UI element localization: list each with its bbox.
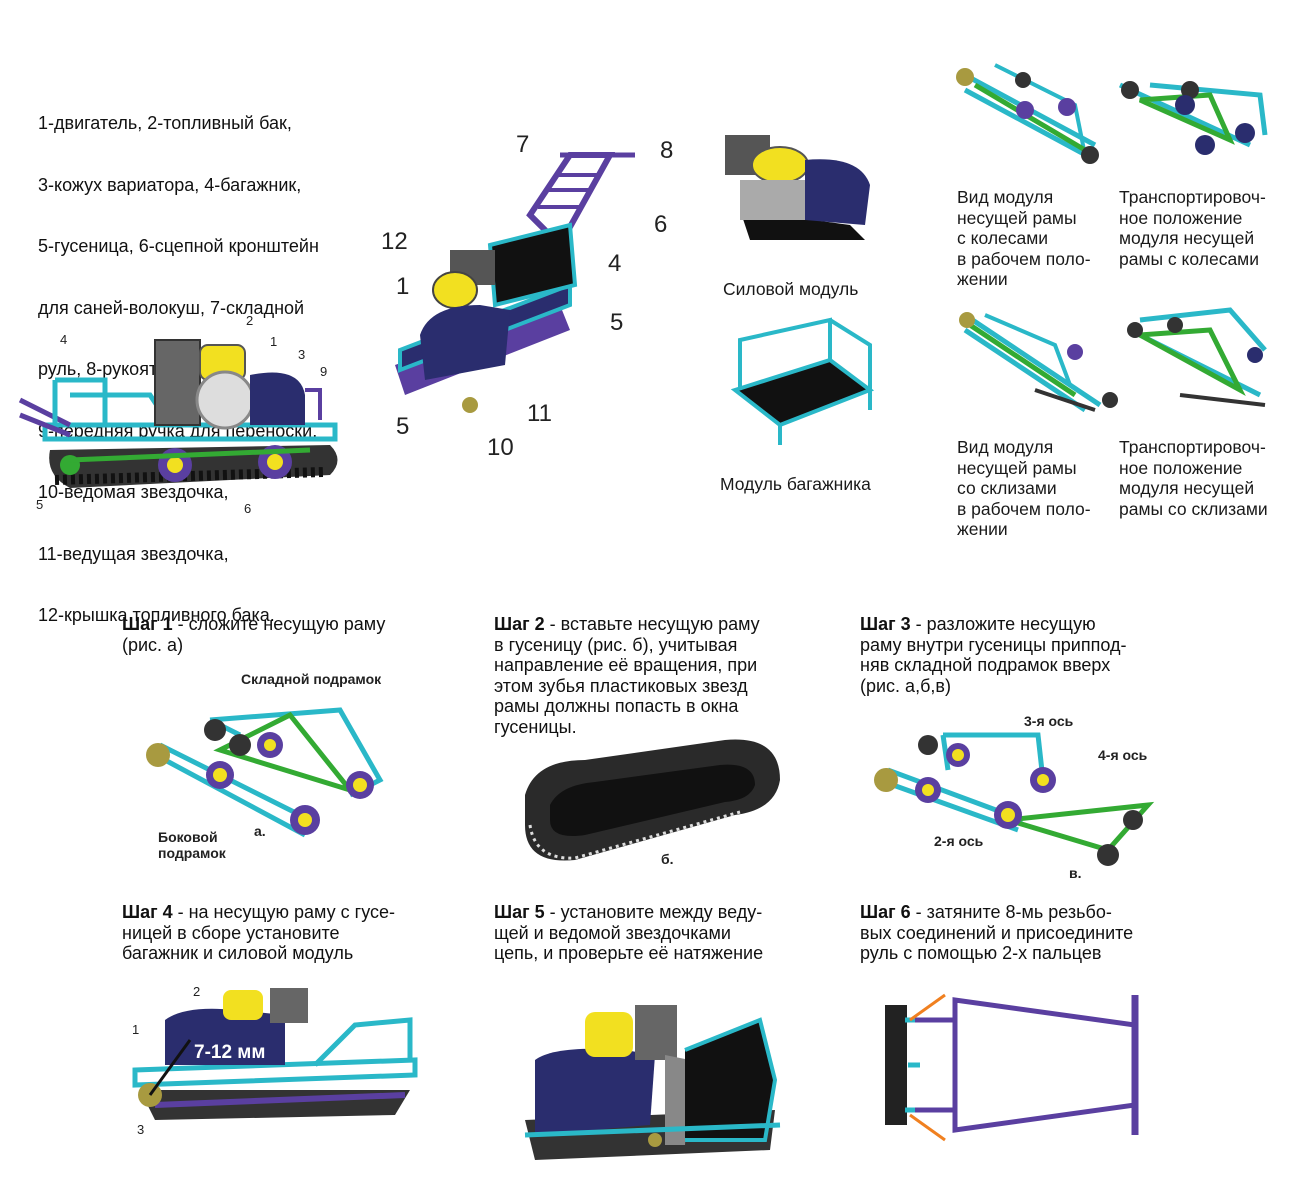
main-label-12: 12 bbox=[381, 228, 408, 255]
step-2-illustration bbox=[525, 739, 780, 861]
side-label-6: 6 bbox=[244, 501, 252, 516]
legend-line: 3-кожух вариатора, 4-багажник, bbox=[38, 174, 302, 195]
step-5-text: Шаг 5 - установите между веду- щей и вед… bbox=[494, 902, 763, 964]
step-3-illustration bbox=[874, 732, 1155, 866]
frame-skis-transport-illustration bbox=[1127, 307, 1267, 407]
legend-line: 5-гусеница, 6-сцепной кронштейн bbox=[38, 236, 319, 256]
main-label-11: 11 bbox=[527, 400, 552, 427]
side-label-1: 1 bbox=[270, 334, 278, 349]
step-4-label-2: 2 bbox=[193, 984, 201, 999]
step-4-title: Шаг 4 bbox=[122, 902, 173, 922]
step-4-label-3: 3 bbox=[137, 1122, 145, 1137]
main-label-8: 8 bbox=[660, 137, 674, 164]
step-6-illustration bbox=[885, 993, 1139, 1142]
main-label-5-right: 5 bbox=[610, 309, 624, 336]
side-view-illustration bbox=[18, 339, 338, 488]
step-6-text: Шаг 6 - затяните 8-мь резьбо- вых соедин… bbox=[860, 902, 1133, 964]
step-3-axis2-label: 2-я ось bbox=[934, 833, 984, 849]
side-label-9: 9 bbox=[320, 364, 328, 379]
step-1-fig-label: а. bbox=[254, 823, 266, 839]
step-4-label-1: 1 bbox=[132, 1022, 140, 1037]
step-4-text: Шаг 4 - на несущую раму с гусе- ницей в … bbox=[122, 902, 395, 964]
step-2-title: Шаг 2 bbox=[494, 614, 545, 634]
step-1-text: Шаг 1 - сложите несущую раму (рис. а) bbox=[122, 614, 385, 655]
main-label-1: 1 bbox=[396, 273, 410, 300]
frame-skis-work-illustration bbox=[959, 312, 1118, 413]
parts-legend: 1-двигатель, 2-топливный бак, 3-кожух ва… bbox=[38, 72, 319, 646]
step-1-fold-label: Складной подрамок bbox=[241, 671, 382, 687]
step-3-text: Шаг 3 - разложите несущую раму внутри гу… bbox=[860, 614, 1126, 696]
caption-skis-transport: Транспортировоч- ное положение модуля не… bbox=[1119, 437, 1268, 519]
step-6-desc: - затяните 8-мь резьбо- вых соединений и… bbox=[860, 902, 1134, 963]
step-2-fig-label: б. bbox=[661, 851, 674, 867]
frame-wheels-transport-illustration bbox=[1118, 81, 1268, 155]
main-label-4: 4 bbox=[608, 250, 622, 277]
step-3-title: Шаг 3 bbox=[860, 614, 911, 634]
side-label-5: 5 bbox=[36, 497, 44, 512]
trunk-module-illustration bbox=[730, 317, 875, 445]
caption-wheels-transport: Транспортировоч- ное положение модуля не… bbox=[1119, 187, 1266, 269]
step-1-side-label: Боковой подрамок bbox=[158, 829, 226, 861]
power-module-illustration bbox=[725, 135, 870, 240]
step-2-text: Шаг 2 - вставьте несущую раму в гусеницу… bbox=[494, 614, 760, 737]
main-label-6: 6 bbox=[654, 211, 668, 238]
legend-line: 11-ведущая звездочка, bbox=[38, 543, 229, 564]
step-3-fig-label: в. bbox=[1069, 865, 1082, 881]
step-4-desc: - на несущую раму с гусе- ницей в сборе … bbox=[122, 902, 395, 963]
legend-line: 12-крышка топливного бака. bbox=[38, 605, 275, 625]
step-3-axis4-label: 4-я ось bbox=[1098, 747, 1148, 763]
step-2-desc: - вставьте несущую раму в гусеницу (рис.… bbox=[494, 614, 760, 737]
legend-line: 1-двигатель, 2-топливный бак, bbox=[38, 113, 292, 133]
step-4-illustration bbox=[132, 988, 418, 1120]
frame-wheels-work-illustration bbox=[956, 63, 1099, 164]
step-5-illustration bbox=[524, 1005, 781, 1160]
step-4-dimension-label: 7-12 мм bbox=[194, 1042, 266, 1063]
trunk-module-caption: Модуль багажника bbox=[720, 474, 871, 494]
step-5-desc: - установите между веду- щей и ведомой з… bbox=[494, 902, 764, 963]
side-label-2: 2 bbox=[246, 313, 254, 328]
main-label-10: 10 bbox=[487, 434, 514, 461]
main-label-5-left: 5 bbox=[396, 413, 410, 440]
step-3-desc: - разложите несущую раму внутри гусеницы… bbox=[860, 614, 1127, 696]
step-5-title: Шаг 5 bbox=[494, 902, 545, 922]
caption-skis-work: Вид модуля несущей рамы со склизами в ра… bbox=[957, 437, 1091, 539]
main-assembly-illustration bbox=[395, 152, 635, 413]
power-module-caption: Силовой модуль bbox=[723, 279, 859, 299]
side-label-3: 3 bbox=[298, 347, 306, 362]
step-1-title: Шаг 1 bbox=[122, 614, 173, 634]
step-3-axis3-label: 3-я ось bbox=[1024, 713, 1074, 729]
side-label-4: 4 bbox=[60, 332, 68, 347]
step-1-illustration bbox=[146, 707, 384, 838]
step-6-title: Шаг 6 bbox=[860, 902, 911, 922]
step-1-desc: - сложите несущую раму (рис. а) bbox=[122, 614, 386, 655]
caption-wheels-work: Вид модуля несущей рамы с колесами в раб… bbox=[957, 187, 1091, 289]
legend-line: для саней-волокуш, 7-складной bbox=[38, 297, 305, 318]
legend-line: 10-ведомая звездочка, bbox=[38, 482, 229, 502]
main-label-7: 7 bbox=[516, 131, 530, 158]
